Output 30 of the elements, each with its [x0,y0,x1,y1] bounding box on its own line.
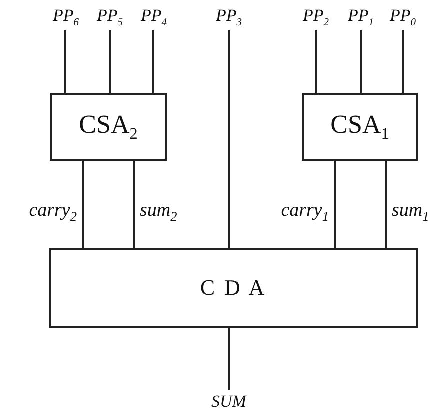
signal-label: PP$_{2}$ [302,7,330,29]
edge-label: sum$_{1}$ [392,200,430,225]
wire [152,30,154,93]
wire [385,161,387,248]
signal-label: PP$_{0}$ [390,7,416,29]
block-label: CSA$_{1}$ [330,110,390,144]
edge-label: carry$_{1}$ [281,200,329,225]
adder-block [302,93,418,161]
adder-block [50,93,167,161]
block-label: CSA$_{2}$ [79,110,138,144]
wire [228,30,230,248]
wire [334,161,336,248]
signal-label: PP$_{4}$ [140,7,168,29]
wire [228,328,230,390]
edge-label: carry$_{2}$ [29,200,77,225]
signal-label: PP$_{6}$ [52,7,80,29]
wire [360,30,362,93]
wire [402,30,404,93]
wire [315,30,317,93]
wire [133,161,135,248]
adder-block [49,248,418,328]
signal-label: SUM [212,392,246,412]
wire [64,30,66,93]
wire [82,161,84,248]
signal-label: PP$_{3}$ [216,7,242,29]
wire [109,30,111,93]
block-label: C D A [200,276,267,300]
signal-label: PP$_{1}$ [348,7,374,29]
edge-label: sum$_{2}$ [140,200,178,225]
signal-label: PP$_{5}$ [96,7,124,29]
